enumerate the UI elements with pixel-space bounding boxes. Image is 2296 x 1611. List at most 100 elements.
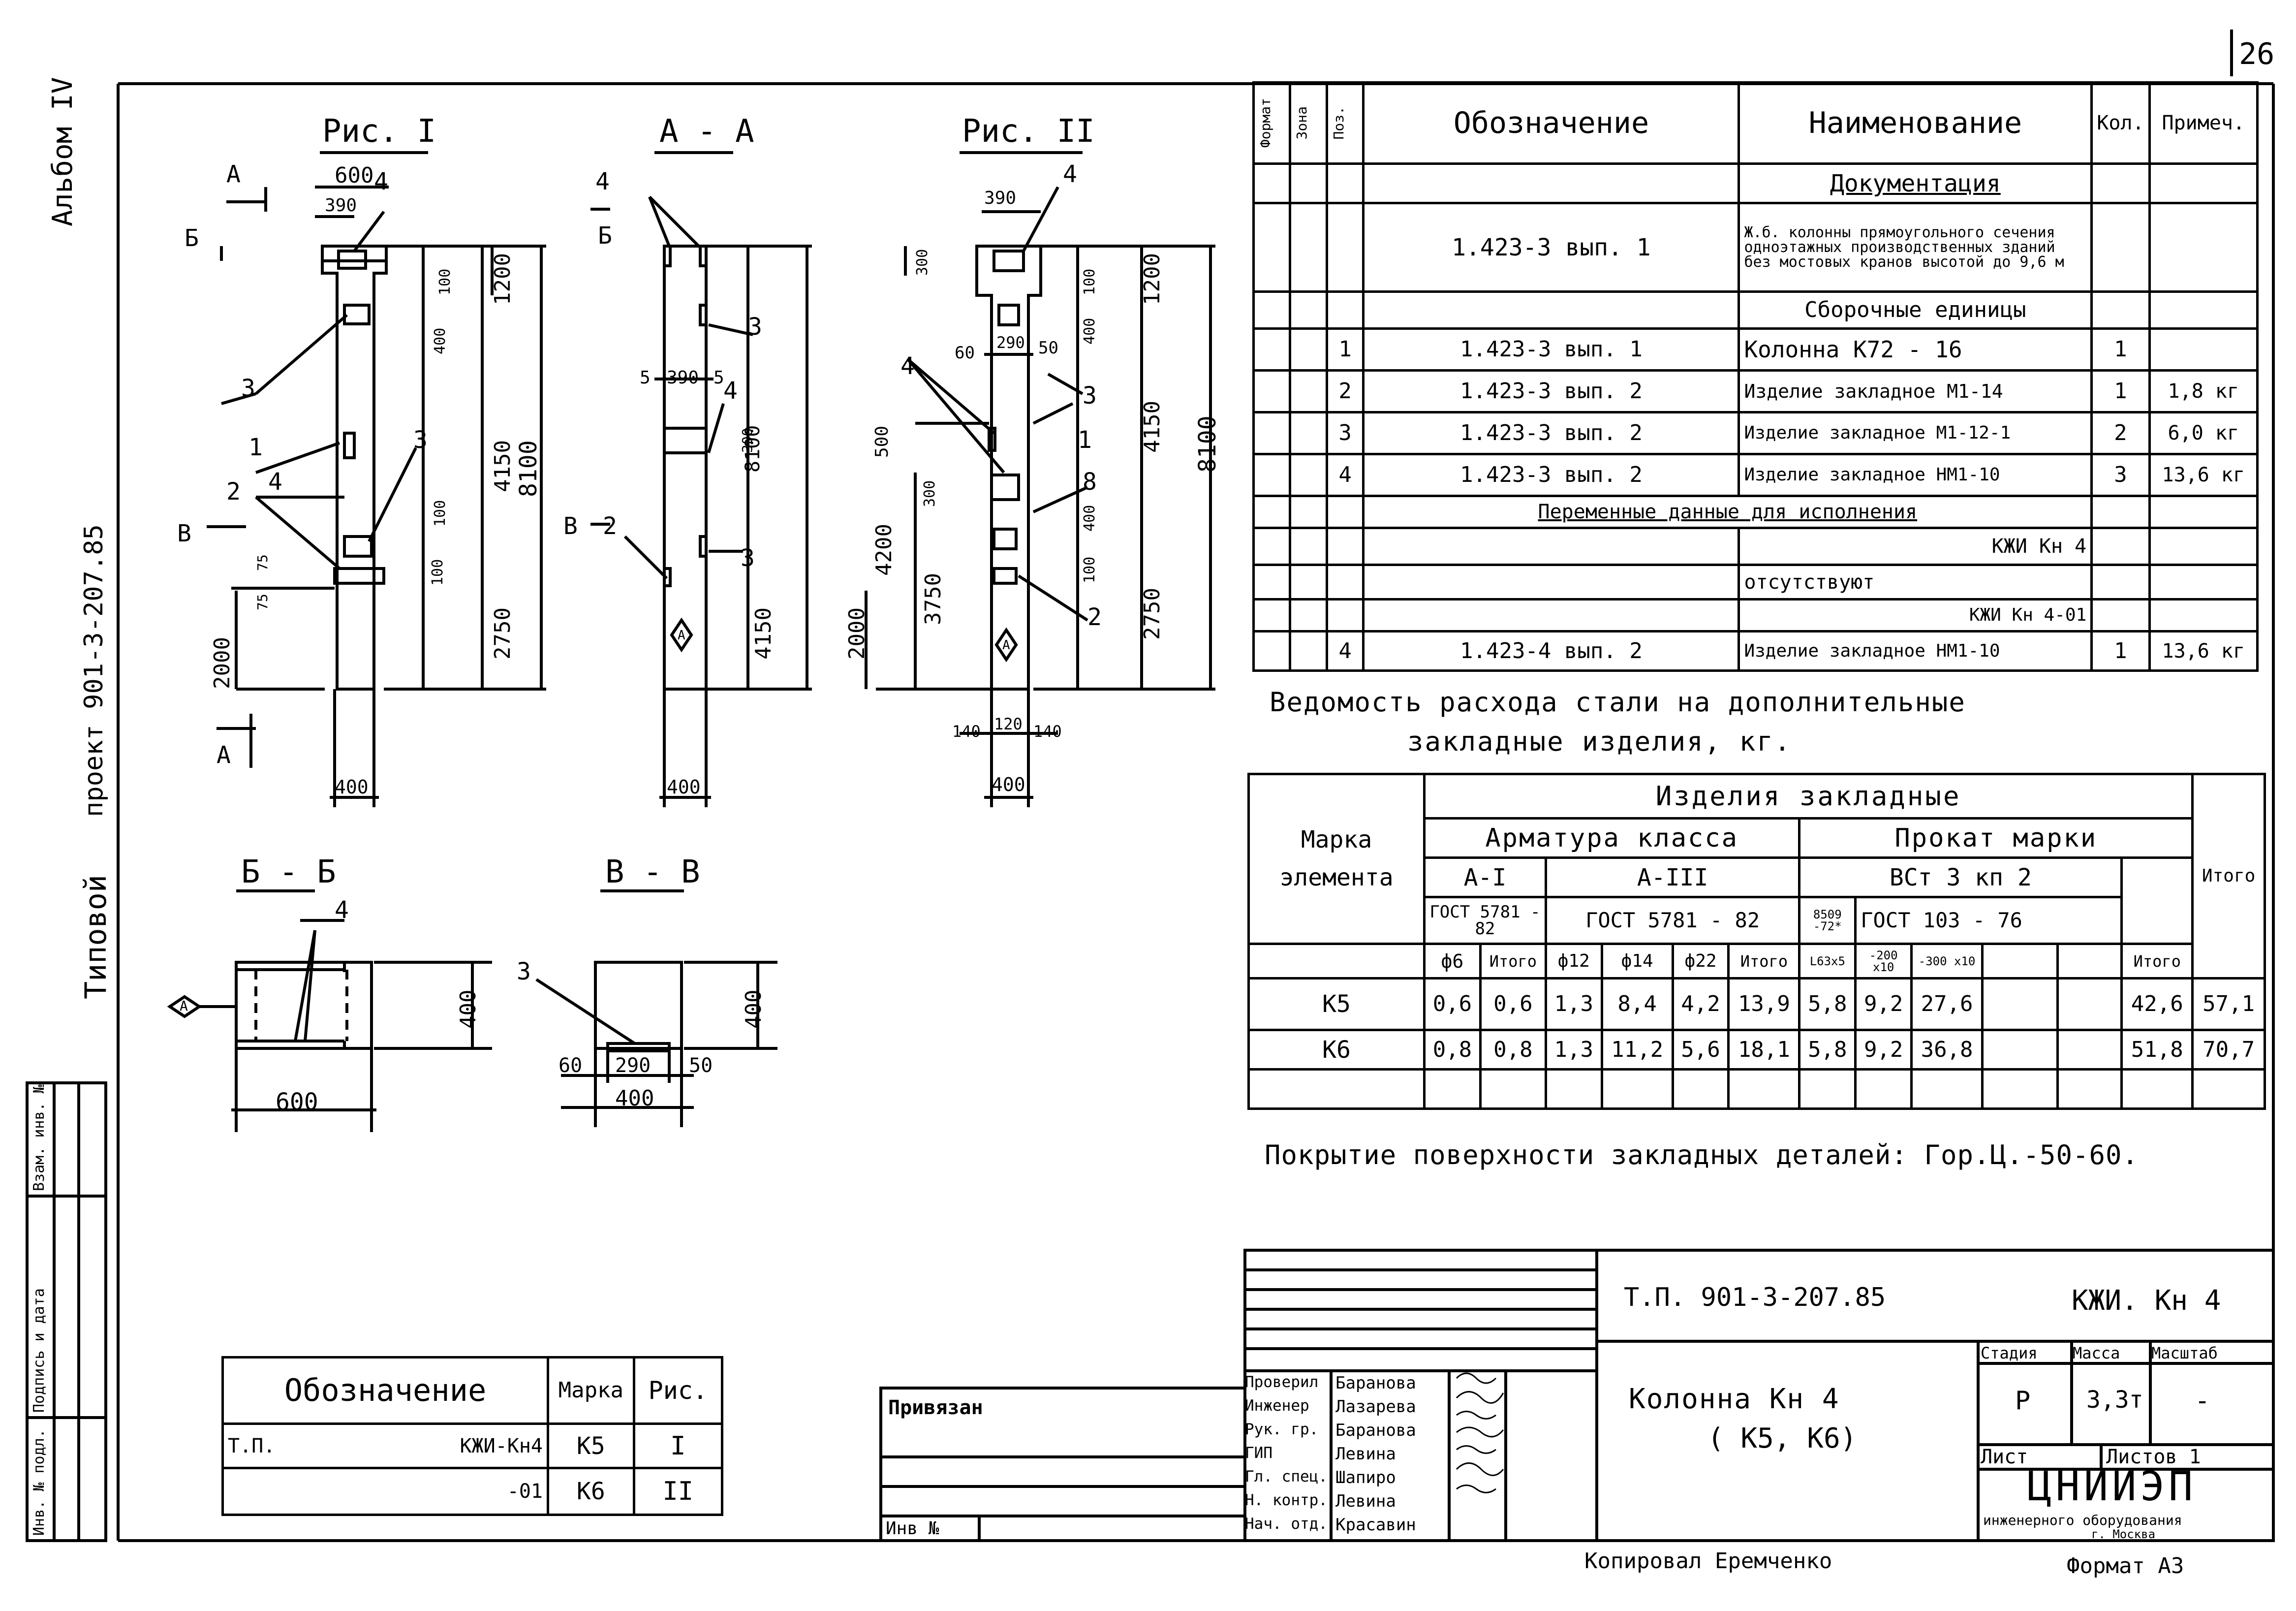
spec-header-pos: Поз. — [1325, 81, 1365, 165]
fig2-callout-2: 2 — [1087, 603, 1102, 631]
spec-row-designation: 1.423-3 вып. 2 — [1362, 411, 1740, 455]
steel-row-k6: К6 0,8 0,8 1,3 11,2 5,6 18,1 5,8 9,2 36,… — [1247, 1029, 2266, 1071]
figBB-dim-600: 600 — [276, 1088, 318, 1116]
spec-row: Документация — [1252, 162, 2259, 204]
marks-row: Т.П. КЖИ-Кн4 К5 I — [221, 1422, 724, 1469]
fig1-dim-2750: 2750 — [490, 607, 515, 660]
steel-cell — [2056, 1029, 2123, 1071]
signers-list: Проверил Баранова Инженер Лазарева Рук. … — [1245, 1373, 1506, 1539]
steel-cell: 4,2 — [1671, 977, 1730, 1031]
mass-label: Масса — [2073, 1344, 2120, 1362]
fig1-callout-3: 3 — [241, 375, 255, 402]
steel-sub-col: Итого — [1479, 943, 1547, 979]
steel-cell: 8,4 — [1600, 977, 1674, 1031]
figBB-callout-4: 4 — [335, 896, 349, 924]
fig2-dim-2750: 2750 — [1140, 588, 1165, 640]
spec-row-name: Документация — [1738, 162, 2093, 204]
stamp-sign-label: Подпись и дата — [31, 1288, 48, 1413]
figBB-title: Б - Б — [241, 854, 336, 890]
figVV-callout-3: 3 — [517, 958, 531, 985]
fig2-callout-4b: 4 — [900, 352, 915, 380]
spec-row: 1.423-3 вып. 1 Ж.б. колонны прямоугольно… — [1252, 202, 2259, 293]
spec-row: отсутствуют — [1252, 564, 2259, 600]
fig1-section-b: Б — [185, 224, 199, 252]
marks-row-code: -01 — [507, 1480, 543, 1503]
steel-sub-col: ф22 — [1671, 943, 1730, 979]
steel-header-row-2: Арматура класса Прокат марки — [1249, 817, 2265, 859]
format-label: Формат А3 — [2067, 1553, 2184, 1579]
signer-role: Гл. спец. — [1245, 1468, 1328, 1485]
fig2-dim-400: 400 — [992, 774, 1025, 795]
spec-row-qty: 1 — [2090, 327, 2151, 372]
steel-cell — [1981, 977, 2059, 1031]
steel-sub-col: ф14 — [1600, 943, 1674, 979]
steel-cell: 51,8 — [2120, 1029, 2194, 1071]
fig2-dim-400a: 400 — [1081, 317, 1098, 345]
spec-table: Формат Зона Поз. Обозначение Наименовани… — [1252, 81, 2259, 672]
steel-sub-col — [1981, 943, 2059, 979]
mass-value: 3,3т — [2086, 1386, 2143, 1414]
fig2-dim-120: 120 — [994, 715, 1023, 733]
marks-row-prefix: Т.П. — [228, 1434, 276, 1457]
title-code: Т.П. 901-3-207.85 — [1624, 1283, 1886, 1312]
marks-header-row: Обозначение Марка Рис. — [221, 1356, 724, 1425]
figVV-dim-50: 50 — [689, 1054, 713, 1077]
fig2-dim-3750: 3750 — [921, 573, 946, 625]
marks-row-fig: II — [632, 1467, 724, 1516]
spec-row: КЖИ Кн 4 — [1252, 527, 2259, 566]
fig1-callout-3b: 3 — [413, 426, 428, 454]
marks-row: -01 К6 II — [221, 1467, 724, 1516]
steel-row-mark: К6 — [1247, 1029, 1426, 1071]
figAA-callout-4: 4 — [595, 168, 610, 195]
steel-cell: 18,1 — [1727, 1029, 1801, 1071]
signer-row: Гл. спец. Шапиро — [1245, 1468, 1506, 1491]
steel-cell: 5,6 — [1671, 1029, 1730, 1071]
figAA-callout-4b: 4 — [723, 377, 738, 405]
signer-name: Левина — [1335, 1491, 1396, 1511]
figAA-section-b: Б — [598, 222, 612, 250]
fig2-dim-4150: 4150 — [1140, 401, 1165, 453]
fig1-callout-4: 4 — [374, 168, 388, 195]
steel-group-header: Изделия закладные — [1423, 773, 2194, 820]
fig1-dim-1200: 1200 — [490, 253, 515, 305]
steel-sub-col: -200 x10 — [1854, 943, 1913, 979]
spec-row-name: Ж.б. колонны прямоугольного сечения одно… — [1738, 202, 2093, 293]
spec-row-note: 13,6 кг — [2148, 453, 2259, 497]
sheets-label: Листов 1 — [2106, 1446, 2201, 1468]
spec-row-name: Сборочные единицы — [1738, 290, 2093, 330]
marks-header-mark: Марка — [547, 1356, 635, 1425]
stamp-replace-label: Взам. инв. № — [31, 1084, 48, 1191]
fig2-dim-8100: 8100 — [1194, 415, 1221, 473]
spec-header-note: Примеч. — [2148, 81, 2259, 165]
marks-header-designation: Обозначение — [221, 1356, 550, 1425]
spec-row-name: Изделие закладное НМ1-10 — [1738, 630, 2093, 672]
figAA-tag: А — [678, 628, 685, 643]
steel-sub-col: L63x5 — [1798, 943, 1857, 979]
steel-header-row-1: Марка элемента Изделия закладные Итого — [1247, 773, 2266, 979]
figAA-callout-3: 3 — [748, 313, 762, 341]
signer-role: Рук. гр. — [1245, 1421, 1319, 1438]
fig1-dim-100c: 100 — [429, 559, 446, 586]
fig1-dim-400a: 400 — [432, 327, 449, 354]
spec-row-designation: 1.423-3 вып. 1 — [1362, 202, 1740, 293]
figAA-dim-5b: 5 — [714, 368, 724, 388]
signer-role: Инженер — [1245, 1397, 1309, 1415]
scale-label: Масштаб — [2151, 1344, 2218, 1362]
steel-sub-col: ф12 — [1544, 943, 1603, 979]
fig1-dim-100a: 100 — [436, 268, 454, 295]
marks-row-fig: I — [632, 1422, 724, 1469]
spec-row-name: Изделие закладное М1-14 — [1738, 369, 2093, 413]
stage-label: Стадия — [1981, 1344, 2038, 1362]
fig2-dim-4200: 4200 — [871, 524, 897, 576]
spec-header-row: Формат Зона Поз. Обозначение Наименовани… — [1252, 81, 2259, 165]
sheet-label: Лист — [1981, 1446, 2028, 1468]
steel-table-title-2: закладные изделия, кг. — [1407, 726, 1792, 757]
steel-table-title-1: Ведомость расхода стали на дополнительны… — [1270, 687, 1966, 718]
fig2-dim-50: 50 — [1038, 338, 1058, 358]
fig2-dim-300: 300 — [914, 249, 931, 276]
signer-row: ГИП Левина — [1245, 1444, 1506, 1468]
steel-cell: 1,3 — [1544, 977, 1603, 1031]
steel-gost-8509: 8509 -72* — [1798, 896, 1857, 945]
fig1-section-a-top: А — [226, 160, 241, 188]
spec-header-name: Наименование — [1738, 81, 2093, 165]
